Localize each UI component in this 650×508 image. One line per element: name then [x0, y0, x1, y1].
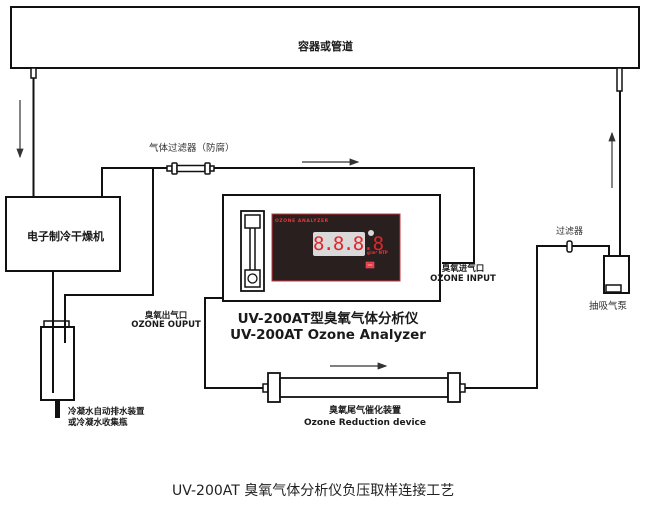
condensate-bottle — [40, 320, 75, 418]
ozone-input-label-en: OZONE INPUT — [430, 274, 496, 284]
ozone-output-label-cn: 臭氧出气口 — [144, 311, 188, 321]
ozone-input-label: 臭氧进气口 OZONE INPUT — [428, 264, 498, 284]
ozone-output-label-en: OZONE OUPUT — [131, 320, 201, 330]
condensate-label-line1: 冷凝水自动排水装置 — [68, 407, 145, 417]
digital-display: 8.8.8.8 — [313, 232, 384, 256]
pipe-dryer-to-filter — [101, 167, 170, 197]
display-unit: g/m³ NTP — [367, 250, 388, 255]
pipe-filter-to-analyzer-input — [214, 167, 475, 264]
pipe-branch-to-condensate — [64, 168, 154, 342]
analyzer-name-en: UV-200AT Ozone Analyzer — [230, 327, 426, 343]
analyzer-name-cn: UV-200AT型臭氧气体分析仪 — [237, 311, 419, 327]
inline-filter — [566, 240, 573, 253]
pipe-analyzer-output-to-reduction — [204, 297, 263, 389]
ozone-output-label: 臭氧出气口 OZONE OUPUT — [130, 312, 202, 330]
dryer-label: 电子制冷干燥机 — [27, 230, 104, 243]
indicator-light — [368, 230, 374, 236]
reduction-label: 臭氧尾气催化装置 Ozone Reduction device — [290, 405, 440, 429]
diagram-caption: UV-200AT 臭氧气体分析仪负压取样连接工艺 — [172, 483, 455, 499]
sampling-port-right — [616, 67, 623, 92]
gas-filter-label: 气体过滤器（防腐） — [149, 143, 235, 154]
filter-label: 过滤器 — [556, 227, 584, 237]
reduction-label-en: Ozone Reduction device — [304, 418, 426, 428]
dryer-box — [5, 196, 121, 272]
condensate-label-line2: 或冷凝水收集瓶 — [68, 418, 128, 428]
suction-pump — [603, 255, 630, 294]
analyzer-name: UV-200AT型臭氧气体分析仪 UV-200AT Ozone Analyzer — [218, 311, 438, 343]
flowmeter — [240, 210, 265, 292]
gas-filter — [166, 162, 215, 175]
pump-label: 抽吸气泵 — [589, 301, 628, 312]
sampling-port-left — [30, 67, 37, 79]
condensate-label: 冷凝水自动排水装置 或冷凝水收集瓶 — [68, 407, 145, 429]
ozone-input-label-cn: 臭氧进气口 — [441, 264, 485, 274]
panel-title: OZONE ANALYZER — [275, 219, 329, 224]
container-label: 容器或管道 — [298, 40, 353, 53]
ozone-reduction-device — [262, 372, 466, 403]
reduction-label-cn: 臭氧尾气催化装置 — [328, 406, 401, 416]
container-box-outline — [10, 6, 640, 69]
pipe-filter-to-pump — [572, 245, 610, 256]
pipe-reduction-to-filter — [465, 245, 567, 389]
